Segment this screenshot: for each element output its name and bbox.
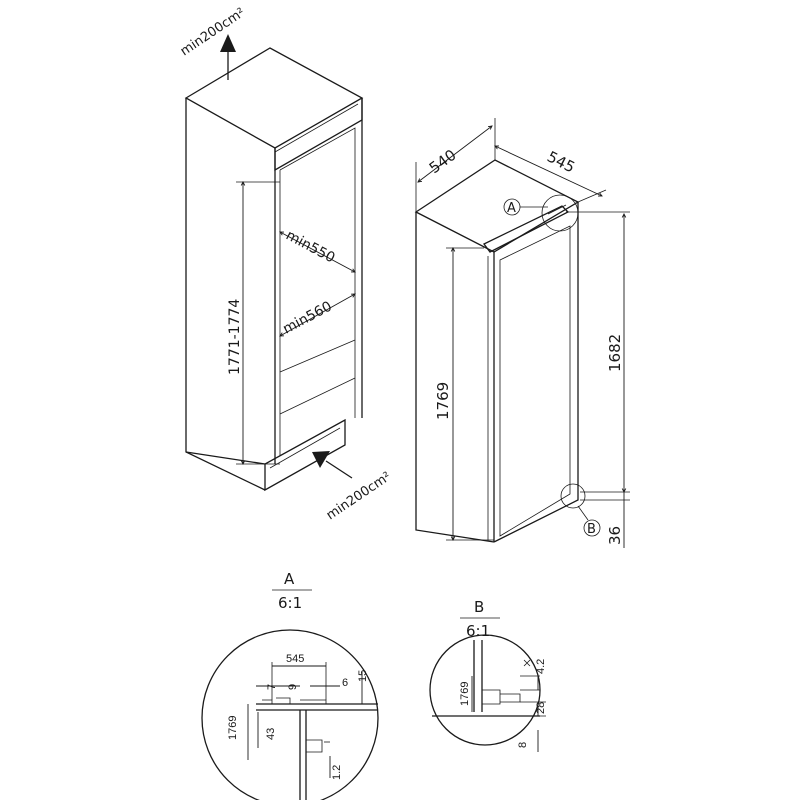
detail-b-dim-4.2: 4.2	[535, 659, 547, 674]
vent-arrow-top: min200cm²	[178, 5, 248, 80]
detail-b-header: B 6:1	[460, 598, 500, 640]
detail-a-dim-1769: 1769	[227, 716, 239, 740]
detail-a-dim-1.2: 1.2	[331, 765, 343, 780]
vent-top-label: min200cm²	[178, 5, 248, 59]
detail-a-dim-545: 545	[286, 653, 304, 665]
detail-a-title: A	[284, 570, 295, 588]
appliance-depth-dim: 545	[495, 146, 607, 203]
detail-a-dim-43: 43	[265, 728, 277, 740]
detail-b-dim-8: 8	[517, 742, 529, 748]
niche-width-label: min560	[280, 298, 334, 337]
niche-depth-dim: min550	[280, 227, 355, 272]
detail-b-dims: 4.2 1769 28 8	[459, 659, 547, 748]
cabinet-niche	[184, 47, 364, 492]
detail-a-dim-15: 15	[357, 670, 369, 682]
detail-b-title: B	[474, 598, 484, 616]
niche-depth-label: min550	[283, 227, 337, 266]
appliance-height-dim: 1769	[434, 248, 494, 540]
appliance-body	[414, 159, 580, 543]
detail-b-view	[429, 634, 546, 752]
door-height-dim: 1682	[566, 211, 630, 492]
detail-b-dim-1769: 1769	[459, 682, 471, 706]
detail-a-dim-7: 7	[266, 684, 278, 690]
detail-a-scale: 6:1	[278, 594, 302, 612]
detail-a-dim-9: 9	[287, 684, 299, 690]
niche-height-dim: 1771-1774	[227, 182, 280, 464]
callout-a-label: A	[507, 201, 516, 216]
detail-a-view	[201, 629, 379, 800]
vent-arrow-bottom: min200cm²	[312, 451, 394, 523]
bottom-offset-dim: 36	[580, 492, 630, 548]
niche-height-label: 1771-1774	[227, 299, 243, 375]
door-height-label: 1682	[606, 334, 624, 372]
appliance-height-label: 1769	[434, 382, 452, 420]
detail-a-dim-6: 6	[342, 677, 348, 689]
appliance-width-dim: 540	[415, 118, 496, 212]
detail-a-dims: 545 7 9 6 15 1769 43 1.2	[227, 653, 369, 780]
niche-width-dim: min560	[280, 294, 355, 338]
bottom-offset-label: 36	[606, 526, 624, 545]
vent-bottom-label: min200cm²	[324, 469, 394, 523]
detail-a-header: A 6:1	[272, 570, 312, 612]
appliance-depth-label: 545	[544, 148, 578, 177]
callout-a: A	[503, 194, 579, 232]
callout-b-label: B	[587, 522, 596, 537]
callout-b: B	[560, 483, 601, 537]
detail-b-dim-28: 28	[535, 702, 547, 714]
